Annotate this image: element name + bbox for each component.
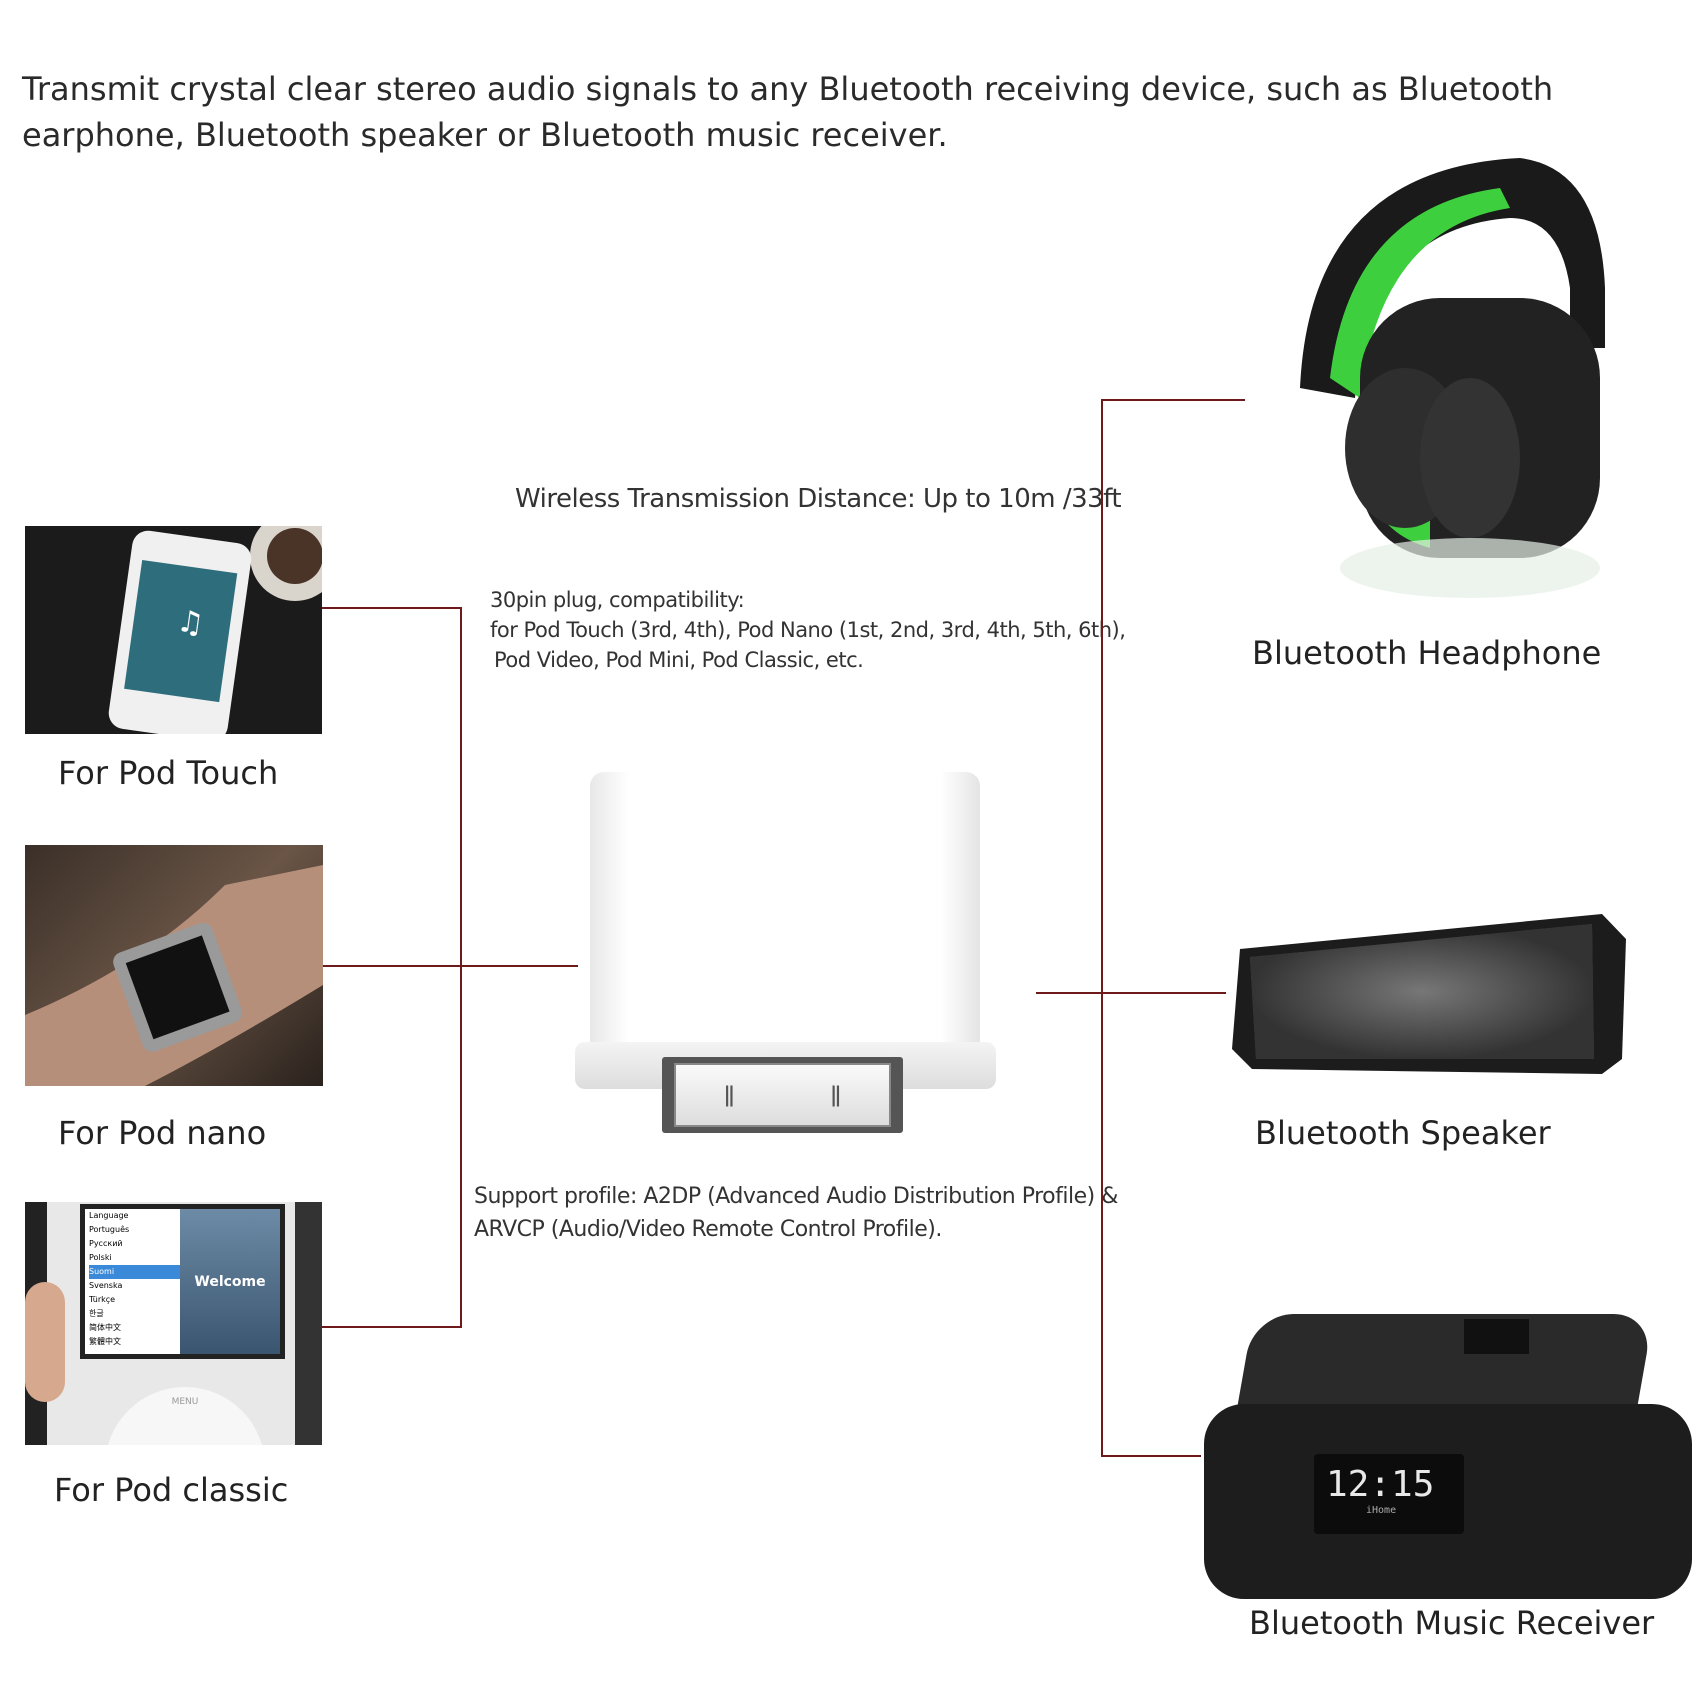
pod-touch-label: For Pod Touch	[58, 754, 279, 792]
welcome-text: Welcome	[180, 1209, 280, 1354]
svg-text:♫: ♫	[175, 604, 207, 642]
clock-display: 12:15	[1326, 1464, 1435, 1505]
menu-item: Türkçe	[89, 1295, 116, 1304]
connector-line	[1101, 1455, 1201, 1457]
profile-text: Support profile: A2DP (Advanced Audio Di…	[474, 1180, 1118, 1246]
menu-item: 简体中文	[89, 1323, 121, 1332]
menu-label: MENU	[171, 1397, 199, 1407]
pin-mark: ǁ	[830, 1082, 842, 1108]
menu-item: Polski	[89, 1253, 112, 1262]
headline: Transmit crystal clear stereo audio sign…	[22, 70, 1554, 154]
pod-classic-label: For Pod classic	[54, 1471, 289, 1509]
music-receiver-image: 12:15 iHome	[1204, 1314, 1692, 1599]
distance-text: Wireless Transmission Distance: Up to 10…	[515, 484, 1122, 514]
pod-touch-photo: ♫	[25, 526, 322, 734]
headphone-label: Bluetooth Headphone	[1252, 634, 1602, 672]
profile-line: ARVCP (Audio/Video Remote Control Profil…	[474, 1217, 942, 1242]
compat-line: 30pin plug, compatibility:	[490, 588, 745, 612]
menu-item: Language	[89, 1211, 129, 1220]
connector-line	[322, 1326, 462, 1328]
speaker-label: Bluetooth Speaker	[1255, 1114, 1551, 1152]
brand-label: iHome	[1366, 1505, 1397, 1516]
connector-line	[1101, 399, 1245, 401]
connector-line	[1101, 399, 1103, 1457]
pod-nano-illustration	[25, 865, 323, 1086]
menu-item: 繁體中文	[89, 1337, 121, 1346]
connector-line	[323, 965, 578, 967]
menu-item: Português	[89, 1225, 130, 1234]
profile-line: Support profile: A2DP (Advanced Audio Di…	[474, 1184, 1118, 1209]
menu-item: Русский	[89, 1239, 123, 1248]
connector-line	[1036, 992, 1226, 994]
compat-line: Pod Video, Pod Mini, Pod Classic, etc.	[494, 648, 864, 672]
pod-classic-photo: Language Português Русский Polski Suomi …	[25, 1202, 322, 1445]
connector-line	[322, 607, 462, 609]
receiver-label: Bluetooth Music Receiver	[1249, 1604, 1655, 1642]
menu-item: Svenska	[89, 1281, 123, 1290]
compatibility-text: 30pin plug, compatibility: for Pod Touch…	[490, 585, 1126, 675]
pod-nano-label: For Pod nano	[58, 1114, 267, 1152]
speaker-image	[1232, 914, 1626, 1074]
connector-line	[460, 607, 462, 1328]
pin-mark: ǁ	[723, 1082, 735, 1108]
pod-touch-illustration: ♫	[108, 526, 322, 734]
click-wheel: MENU	[105, 1387, 265, 1445]
pod-nano-photo	[25, 845, 323, 1086]
headphone-image	[1300, 158, 1605, 598]
menu-item: Suomi	[89, 1265, 180, 1279]
compat-line: for Pod Touch (3rd, 4th), Pod Nano (1st,…	[490, 618, 1126, 642]
menu-item: 한글	[89, 1309, 104, 1318]
